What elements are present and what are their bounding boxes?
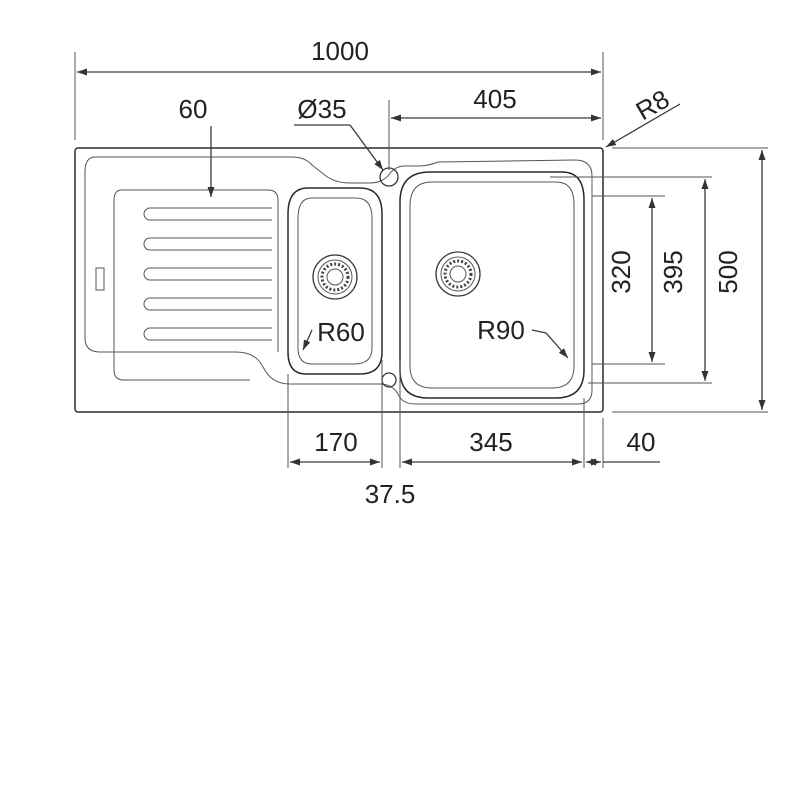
dim-main-bowl-width: 345: [469, 427, 512, 457]
dim-drainer-groove: 60: [179, 94, 208, 124]
drainer-board: [95, 189, 279, 381]
tap-hole-bottom: [381, 372, 397, 388]
dim-small-bowl-radius: R60: [317, 317, 365, 347]
dim-corner-radius: R8: [631, 84, 675, 127]
tap-hole-top: [379, 167, 399, 187]
dim-tap-hole: Ø35: [297, 94, 346, 124]
drainer-groove: [143, 207, 272, 341]
dim-small-bowl-width: 170: [314, 427, 357, 457]
dim-bowl-gap: 37.5: [365, 479, 416, 509]
sink-rim: [74, 147, 604, 413]
dim-depth-overall: 500: [713, 250, 743, 293]
dim-main-bowl-radius: R90: [477, 315, 525, 345]
main-bowl-waste: [435, 251, 481, 297]
overflow-slot: [95, 267, 105, 291]
dim-overall-width: 1000: [311, 36, 369, 66]
dim-rim-right: 40: [627, 427, 656, 457]
small-bowl: [287, 187, 383, 375]
dim-small-bowl-depth: 320: [606, 250, 636, 293]
small-bowl-waste: [312, 254, 358, 300]
dim-main-bowl-offset: 405: [473, 84, 516, 114]
main-bowl: [399, 171, 585, 399]
dim-main-bowl-depth: 395: [658, 250, 688, 293]
sink-outline: [74, 147, 604, 413]
